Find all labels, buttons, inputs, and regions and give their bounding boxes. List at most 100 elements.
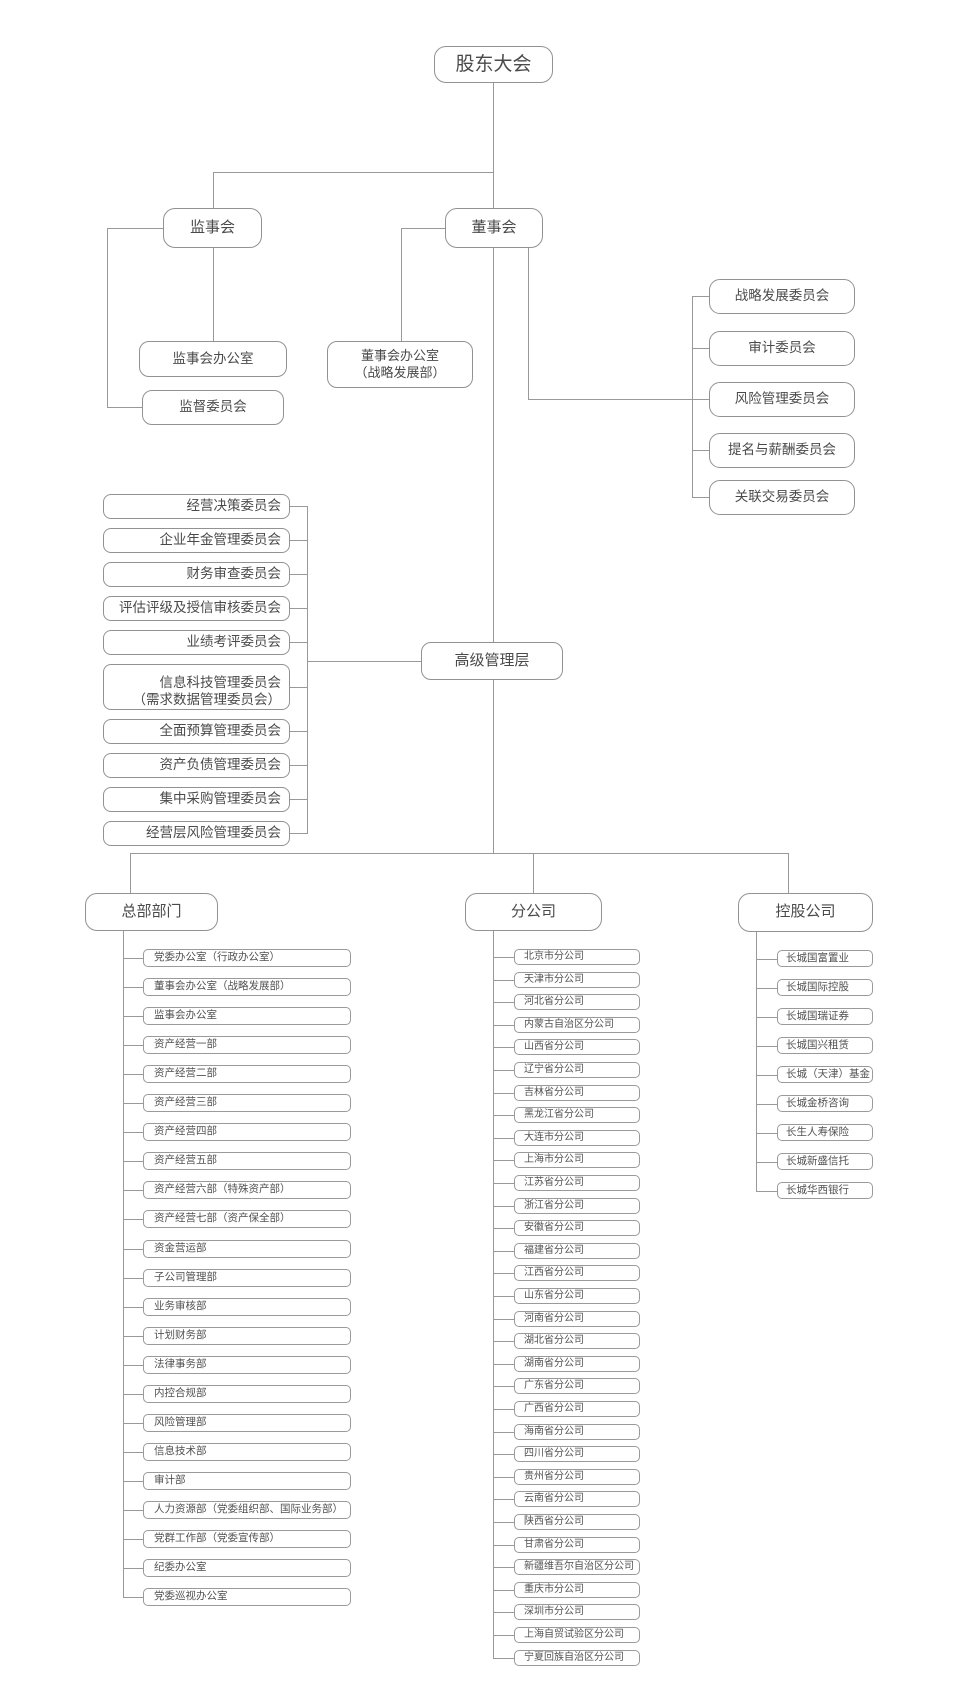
node-branch-company: 河北省分公司 [514, 994, 640, 1010]
connector-line [493, 1206, 514, 1207]
node-branch-company: 宁夏回族自治区分公司 [514, 1650, 640, 1666]
connector-line [493, 1160, 514, 1161]
connector-line [493, 931, 494, 1658]
connector-line [123, 1568, 143, 1569]
node-supervision-committee: 监督委员会 [142, 390, 284, 425]
node-supervisory-board-office: 监事会办公室 [139, 341, 287, 377]
connector-line [401, 228, 402, 341]
node-branch-company: 江西省分公司 [514, 1265, 640, 1281]
node-branch-company: 湖南省分公司 [514, 1356, 640, 1372]
connector-line [123, 1278, 143, 1279]
node-branch-company: 辽宁省分公司 [514, 1062, 640, 1078]
node-hq-department: 党委巡视办公室 [143, 1588, 351, 1606]
node-holding-company: 长生人寿保险 [777, 1124, 873, 1141]
node-branch-company: 广西省分公司 [514, 1401, 640, 1417]
connector-line [123, 1045, 143, 1046]
connector-line [290, 540, 307, 541]
connector-line [123, 958, 143, 959]
connector-line [493, 1138, 514, 1139]
connector-line [123, 1423, 143, 1424]
connector-line [756, 1046, 777, 1047]
node-branch-company: 浙江省分公司 [514, 1198, 640, 1214]
node-branch-company: 贵州省分公司 [514, 1469, 640, 1485]
node-branch-company: 海南省分公司 [514, 1424, 640, 1440]
connector-line [123, 1510, 143, 1511]
connector-line [123, 1539, 143, 1540]
section-header-holdings: 控股公司 [738, 893, 873, 932]
connector-line [123, 1103, 143, 1104]
connector-line [493, 1522, 514, 1523]
connector-line [493, 1183, 514, 1184]
connector-line [692, 399, 709, 400]
connector-line [756, 1133, 777, 1134]
node-management-committee-text: （需求数据管理委员会） [132, 692, 282, 708]
node-management-committee: 资产负债管理委员会 [103, 753, 290, 778]
connector-line [123, 987, 143, 988]
node-holding-company: 长城新盛信托 [777, 1153, 873, 1170]
connector-line [123, 1597, 143, 1598]
connector-line [130, 853, 789, 854]
connector-line [213, 172, 214, 208]
connector-line [107, 407, 142, 408]
connector-line [123, 1365, 143, 1366]
connector-line [123, 1190, 143, 1191]
connector-line [493, 1296, 514, 1297]
node-management-committee: 财务审查委员会 [103, 562, 290, 587]
node-branch-company: 河南省分公司 [514, 1311, 640, 1327]
node-management-committee: 企业年金管理委员会 [103, 528, 290, 553]
connector-line [692, 497, 709, 498]
connector-line [756, 1017, 777, 1018]
connector-line [493, 1228, 514, 1229]
node-hq-department: 内控合规部 [143, 1385, 351, 1403]
node-hq-department: 资产经营五部 [143, 1152, 351, 1170]
node-holding-company: 长城国际控股 [777, 979, 873, 996]
connector-line [493, 1477, 514, 1478]
connector-line [123, 1219, 143, 1220]
connector-line [290, 765, 307, 766]
connector-line [493, 1093, 514, 1094]
node-hq-department: 审计部 [143, 1472, 351, 1490]
node-hq-department: 资产经营七部（资产保全部） [143, 1210, 351, 1228]
connector-line [493, 1590, 514, 1591]
connector-line [493, 1025, 514, 1026]
connector-line [756, 931, 757, 1191]
node-management-committee: 经营层风险管理委员会 [103, 821, 290, 846]
node-branch-company: 大连市分公司 [514, 1130, 640, 1146]
node-management-committee: 评估评级及授信审核委员会 [103, 596, 290, 621]
connector-line [123, 1307, 143, 1308]
node-management-committee: 集中采购管理委员会 [103, 787, 290, 812]
node-hq-department: 党委办公室（行政办公室） [143, 949, 351, 967]
connector-line [123, 1481, 143, 1482]
node-branch-company: 黑龙江省分公司 [514, 1107, 640, 1123]
connector-line [756, 988, 777, 989]
section-header-branches: 分公司 [465, 893, 602, 931]
node-hq-department: 法律事务部 [143, 1356, 351, 1374]
connector-line [493, 1454, 514, 1455]
node-management-committee-text: 信息科技管理委员会 [159, 675, 282, 691]
connector-line [692, 296, 693, 498]
connector-line [307, 661, 421, 662]
node-branch-company: 内蒙古自治区分公司 [514, 1017, 640, 1033]
connector-line [493, 1545, 514, 1546]
connector-line [290, 731, 307, 732]
connector-line [493, 1364, 514, 1365]
node-hq-department: 子公司管理部 [143, 1269, 351, 1287]
connector-line [123, 931, 124, 1597]
connector-line [788, 853, 789, 893]
connector-line [493, 1070, 514, 1071]
node-branch-company: 山东省分公司 [514, 1288, 640, 1304]
node-holding-company: 长城国瑞证券 [777, 1008, 873, 1025]
connector-line [493, 680, 494, 853]
connector-line [307, 506, 308, 834]
node-board-office-line1: 董事会办公室 [360, 348, 439, 364]
connector-line [493, 1612, 514, 1613]
node-management-committee: 业绩考评委员会 [103, 630, 290, 655]
connector-line [692, 296, 709, 297]
node-branch-company: 甘肃省分公司 [514, 1537, 640, 1553]
connector-line [493, 1386, 514, 1387]
node-holding-company: 长城金桥咨询 [777, 1095, 873, 1112]
connector-line [123, 1394, 143, 1395]
node-hq-department: 资金营运部 [143, 1240, 351, 1258]
connector-line [493, 1635, 514, 1636]
node-branch-company: 四川省分公司 [514, 1446, 640, 1462]
